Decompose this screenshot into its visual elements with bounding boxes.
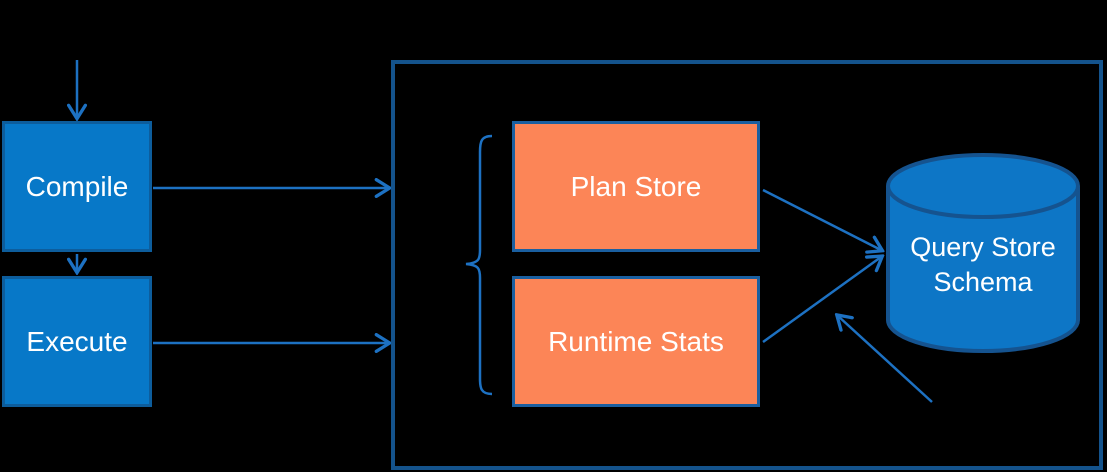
database-cylinder-icon (886, 153, 1080, 353)
runtime-stats-node: Runtime Stats (512, 276, 760, 407)
arrow-runtime-stats-to-schema-icon (762, 257, 881, 344)
arrow-plan-store-to-schema-icon (762, 188, 881, 250)
runtime-stats-label: Runtime Stats (548, 325, 724, 357)
compile-label: Compile (25, 170, 129, 202)
plan-store-node: Plan Store (512, 121, 760, 252)
query-store-schema-label: Query Store Schema (910, 232, 1056, 297)
brace-icon (465, 134, 493, 396)
plan-store-label: Plan Store (570, 170, 702, 202)
arrow-bottom-to-schema-icon (838, 316, 933, 403)
execute-label: Execute (26, 325, 128, 357)
query-store-container (391, 60, 1103, 470)
compile-node: Compile (2, 121, 152, 252)
execute-node: Execute (2, 276, 152, 407)
